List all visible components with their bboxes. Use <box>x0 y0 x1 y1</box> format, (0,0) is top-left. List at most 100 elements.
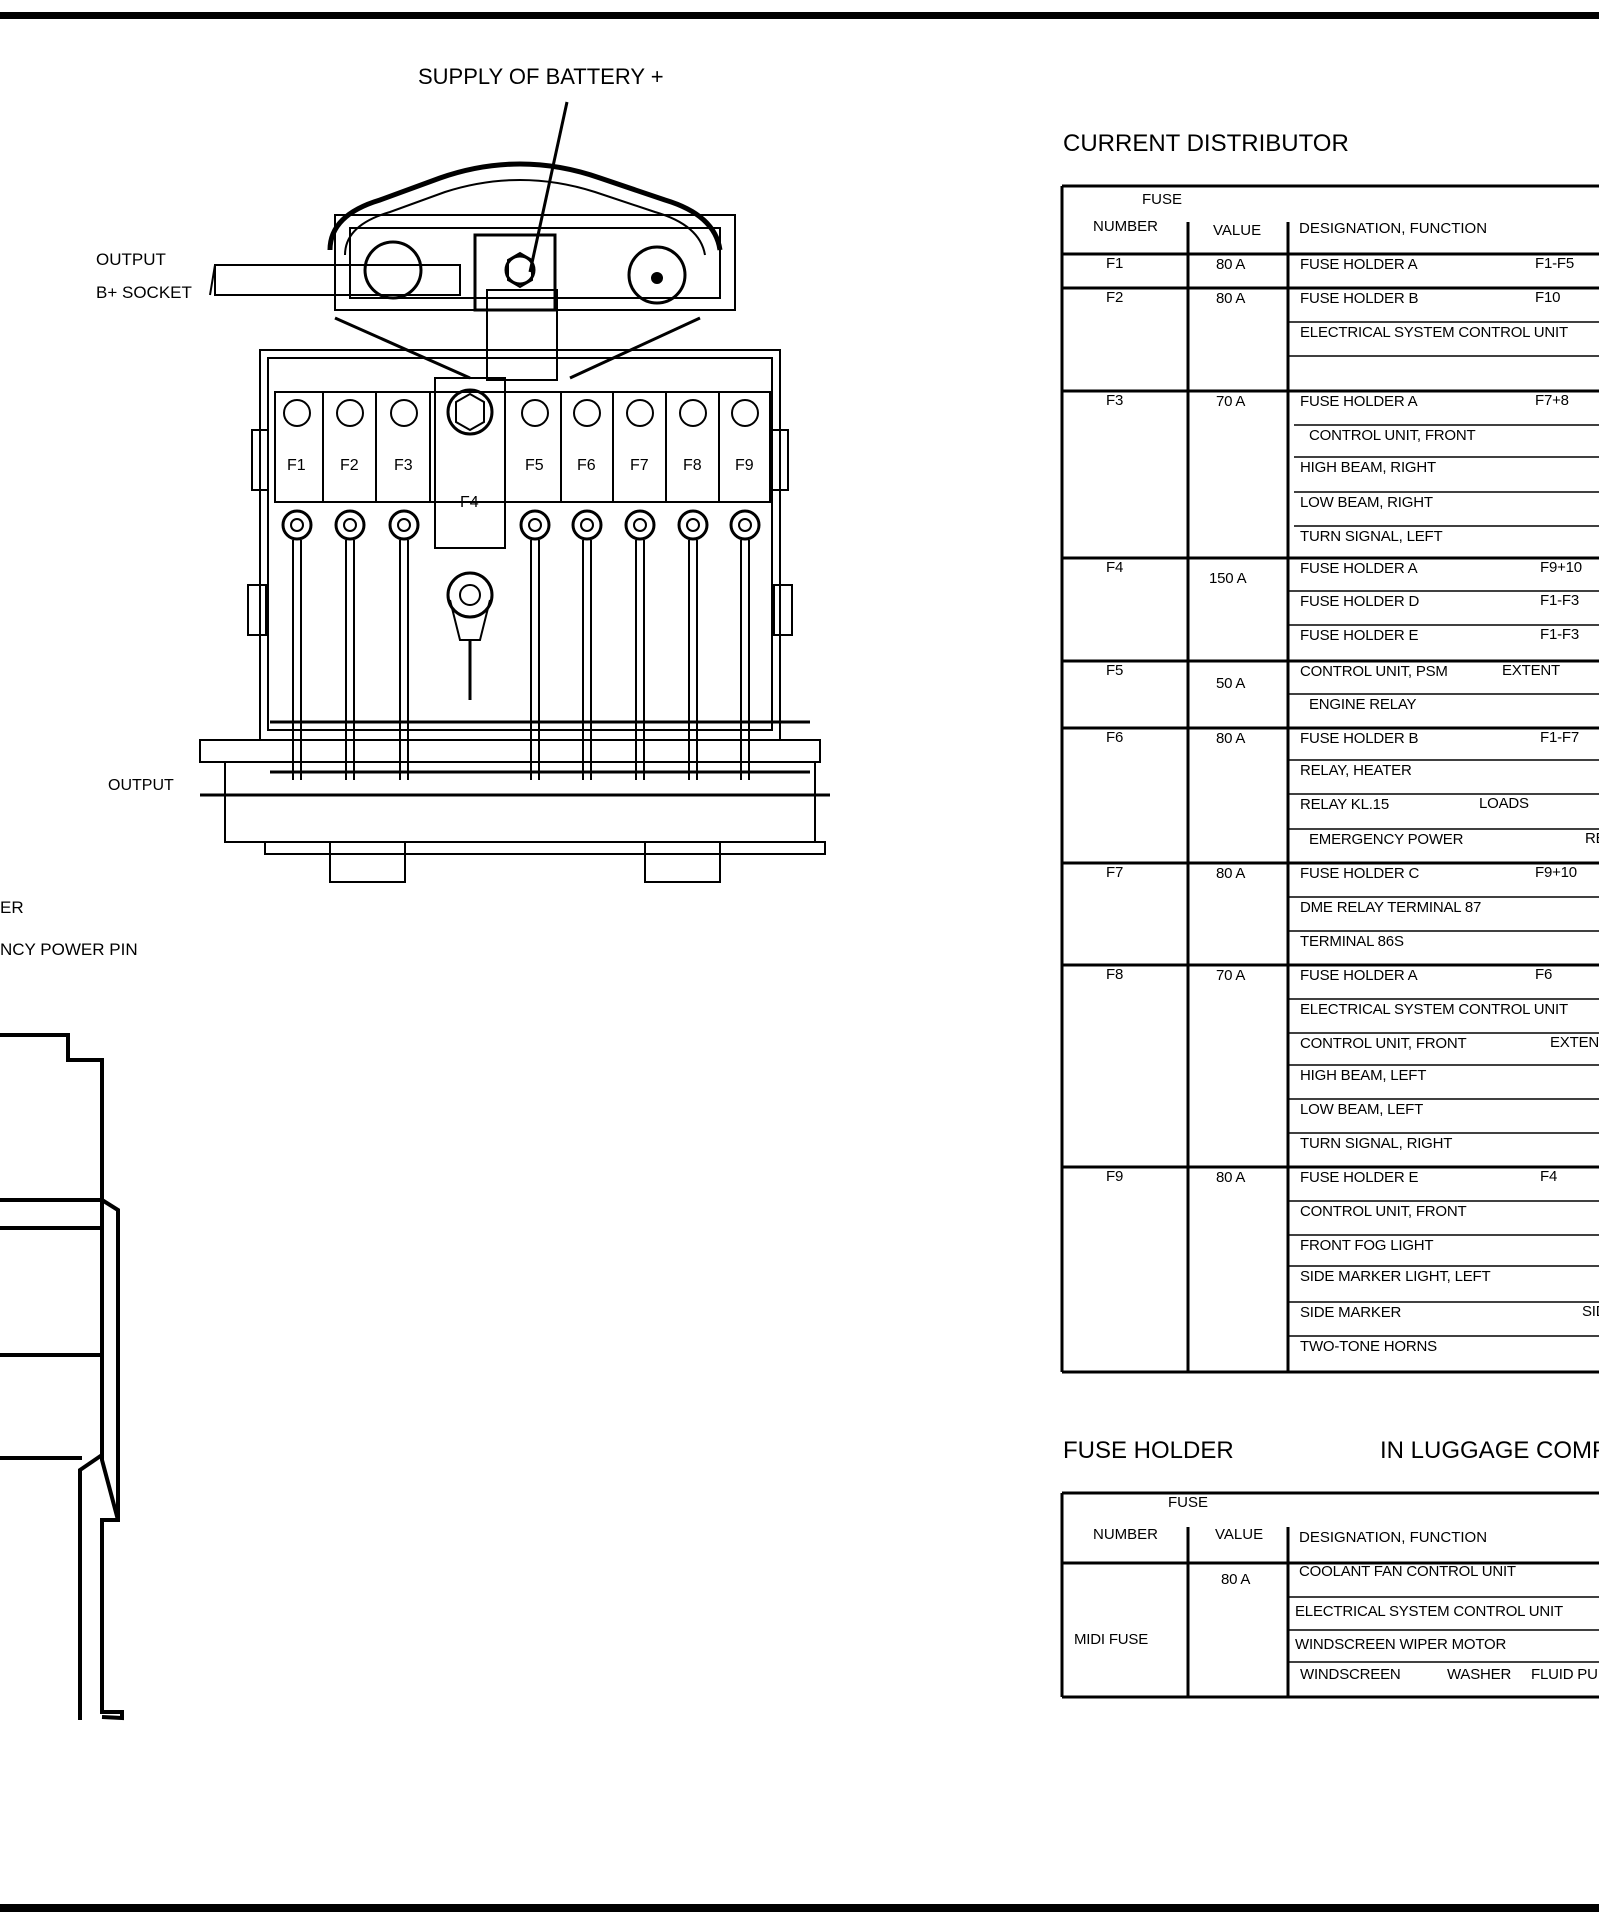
fuse-top-terminal <box>573 399 601 427</box>
fuse-wire <box>530 540 540 780</box>
fuse-label-f9: F9 <box>735 457 754 474</box>
fh-row: COOLANT FAN CONTROL UNIT <box>1299 1563 1516 1580</box>
designation-row: HIGH BEAM, RIGHT <box>1300 459 1436 476</box>
designation-row: SIDE MARKER LIGHT, LEFT <box>1300 1268 1491 1285</box>
designation-row: CONTROL UNIT, PSM <box>1300 663 1448 680</box>
output-bottom-label: OUTPUT <box>108 777 174 794</box>
value-header: VALUE <box>1213 222 1262 239</box>
designation-extra: F1-F5 <box>1535 255 1575 272</box>
fuse-top-terminal <box>283 399 311 427</box>
fuse-bottom-terminal <box>571 509 603 541</box>
fh-designation-header: DESIGNATION, FUNCTION <box>1299 1529 1488 1546</box>
designation-row: SIDE MARKER <box>1300 1304 1402 1321</box>
fuse-bottom-terminal-hole <box>528 518 542 532</box>
fuse-top-terminal <box>521 399 549 427</box>
designation-row: FUSE HOLDER A <box>1300 560 1418 577</box>
designation-row: TWO-TONE HORNS <box>1300 1338 1437 1355</box>
fuse-bottom-terminal <box>624 509 656 541</box>
designation-row: FUSE HOLDER E <box>1300 627 1419 644</box>
designation-row: DME RELAY TERMINAL 87 <box>1300 899 1482 916</box>
designation-row: LOW BEAM, RIGHT <box>1300 494 1433 511</box>
fh-row: ELECTRICAL SYSTEM CONTROL UNIT <box>1295 1603 1563 1620</box>
designation-extra: F7+8 <box>1535 392 1569 409</box>
fuse-number: F6 <box>1106 729 1124 746</box>
fuse-number: F5 <box>1106 662 1124 679</box>
fuse-value: 80 A <box>1216 290 1246 307</box>
fuse-wire <box>740 540 750 780</box>
fh-row-last-2: WASHER <box>1447 1666 1512 1683</box>
designation-row: FUSE HOLDER E <box>1300 1169 1419 1186</box>
designation-row: CONTROL UNIT, FRONT <box>1300 1203 1467 1220</box>
designation-row: FRONT FOG LIGHT <box>1300 1237 1434 1254</box>
designation-extra: F9+10 <box>1535 864 1577 881</box>
fuse-value: 70 A <box>1216 967 1246 984</box>
fuse-holder-location: IN LUGGAGE COMPA <box>1380 1437 1599 1464</box>
fuse-bottom-terminal <box>334 509 366 541</box>
designation-row: FUSE HOLDER D <box>1300 593 1420 610</box>
designation-row: HIGH BEAM, LEFT <box>1300 1067 1427 1084</box>
top-border <box>0 12 1599 19</box>
fuse-bottom-terminal <box>729 509 761 541</box>
fh-number-header: NUMBER <box>1093 1526 1159 1543</box>
designation-extra: F9+10 <box>1540 559 1582 576</box>
designation-row: TURN SIGNAL, LEFT <box>1300 528 1443 545</box>
fuse-number: F7 <box>1106 864 1124 881</box>
fuse-label-f4: F4 <box>460 494 479 511</box>
fuse-bottom-terminal-hole <box>343 518 357 532</box>
fuse-label-f7: F7 <box>630 457 649 474</box>
number-header: NUMBER <box>1093 218 1159 235</box>
fuse-label-f1: F1 <box>287 457 306 474</box>
fuse-value: 80 A <box>1216 865 1246 882</box>
designation-extra: RE <box>1585 830 1599 847</box>
current-distributor-grid <box>1060 184 1599 1374</box>
fuse-top-terminal <box>626 399 654 427</box>
designation-extra: F1-F3 <box>1540 626 1580 643</box>
fuse-bottom-terminal-hole <box>738 518 752 532</box>
designation-header: DESIGNATION, FUNCTION <box>1299 220 1488 237</box>
fh-row-last-1: WINDSCREEN <box>1300 1666 1401 1683</box>
fh-value: 80 A <box>1221 1571 1251 1588</box>
designation-row: FUSE HOLDER B <box>1300 730 1419 747</box>
fuse-bottom-terminal-hole <box>580 518 594 532</box>
fuse-holder-title: FUSE HOLDER <box>1063 1437 1234 1464</box>
fuse-bottom-terminal <box>677 509 709 541</box>
designation-row: CONTROL UNIT, FRONT <box>1300 1035 1467 1052</box>
designation-row: CONTROL UNIT, FRONT <box>1309 427 1476 444</box>
fuse-bottom-terminal-hole <box>633 518 647 532</box>
designation-row: TURN SIGNAL, RIGHT <box>1300 1135 1453 1152</box>
designation-row: FUSE HOLDER A <box>1300 967 1418 984</box>
fuse-wire <box>345 540 355 780</box>
fuse-bottom-terminal <box>519 509 551 541</box>
fuse-label-f3: F3 <box>394 457 413 474</box>
bottom-border <box>0 1904 1599 1912</box>
fh-row-last-3: FLUID PU <box>1531 1666 1598 1683</box>
designation-row: LOW BEAM, LEFT <box>1300 1101 1424 1118</box>
left-label-1: ER <box>0 898 24 917</box>
designation-row: ENGINE RELAY <box>1309 696 1417 713</box>
fuse-holder-grid <box>1060 1491 1599 1699</box>
fuse-value: 50 A <box>1216 675 1246 692</box>
fuse-top-terminal <box>679 399 707 427</box>
fuse-label-f8: F8 <box>683 457 702 474</box>
designation-extra: EXTENT <box>1502 662 1560 679</box>
designation-row: RELAY, HEATER <box>1300 762 1412 779</box>
fuse-wire <box>688 540 698 780</box>
fuse-header: FUSE <box>1142 191 1183 208</box>
designation-extra: SID <box>1582 1303 1599 1320</box>
fuse-label-f6: F6 <box>577 457 596 474</box>
designation-row: EMERGENCY POWER <box>1309 831 1464 848</box>
designation-row: FUSE HOLDER C <box>1300 865 1420 882</box>
designation-extra: F1-F7 <box>1540 729 1580 746</box>
fuse-number: F1 <box>1106 255 1124 272</box>
fuse-bottom-terminal-hole <box>686 518 700 532</box>
designation-row: ELECTRICAL SYSTEM CONTROL UNIT <box>1300 1001 1568 1018</box>
fh-number: MIDI FUSE <box>1074 1631 1149 1648</box>
fuse-number: F2 <box>1106 289 1124 306</box>
fuse-number: F8 <box>1106 966 1124 983</box>
designation-row: FUSE HOLDER A <box>1300 256 1418 273</box>
designation-row: RELAY KL.15 <box>1300 796 1389 813</box>
fuse-number: F9 <box>1106 1168 1124 1185</box>
fh-row: WINDSCREEN WIPER MOTOR <box>1295 1636 1507 1653</box>
designation-extra: F1-F3 <box>1540 592 1580 609</box>
